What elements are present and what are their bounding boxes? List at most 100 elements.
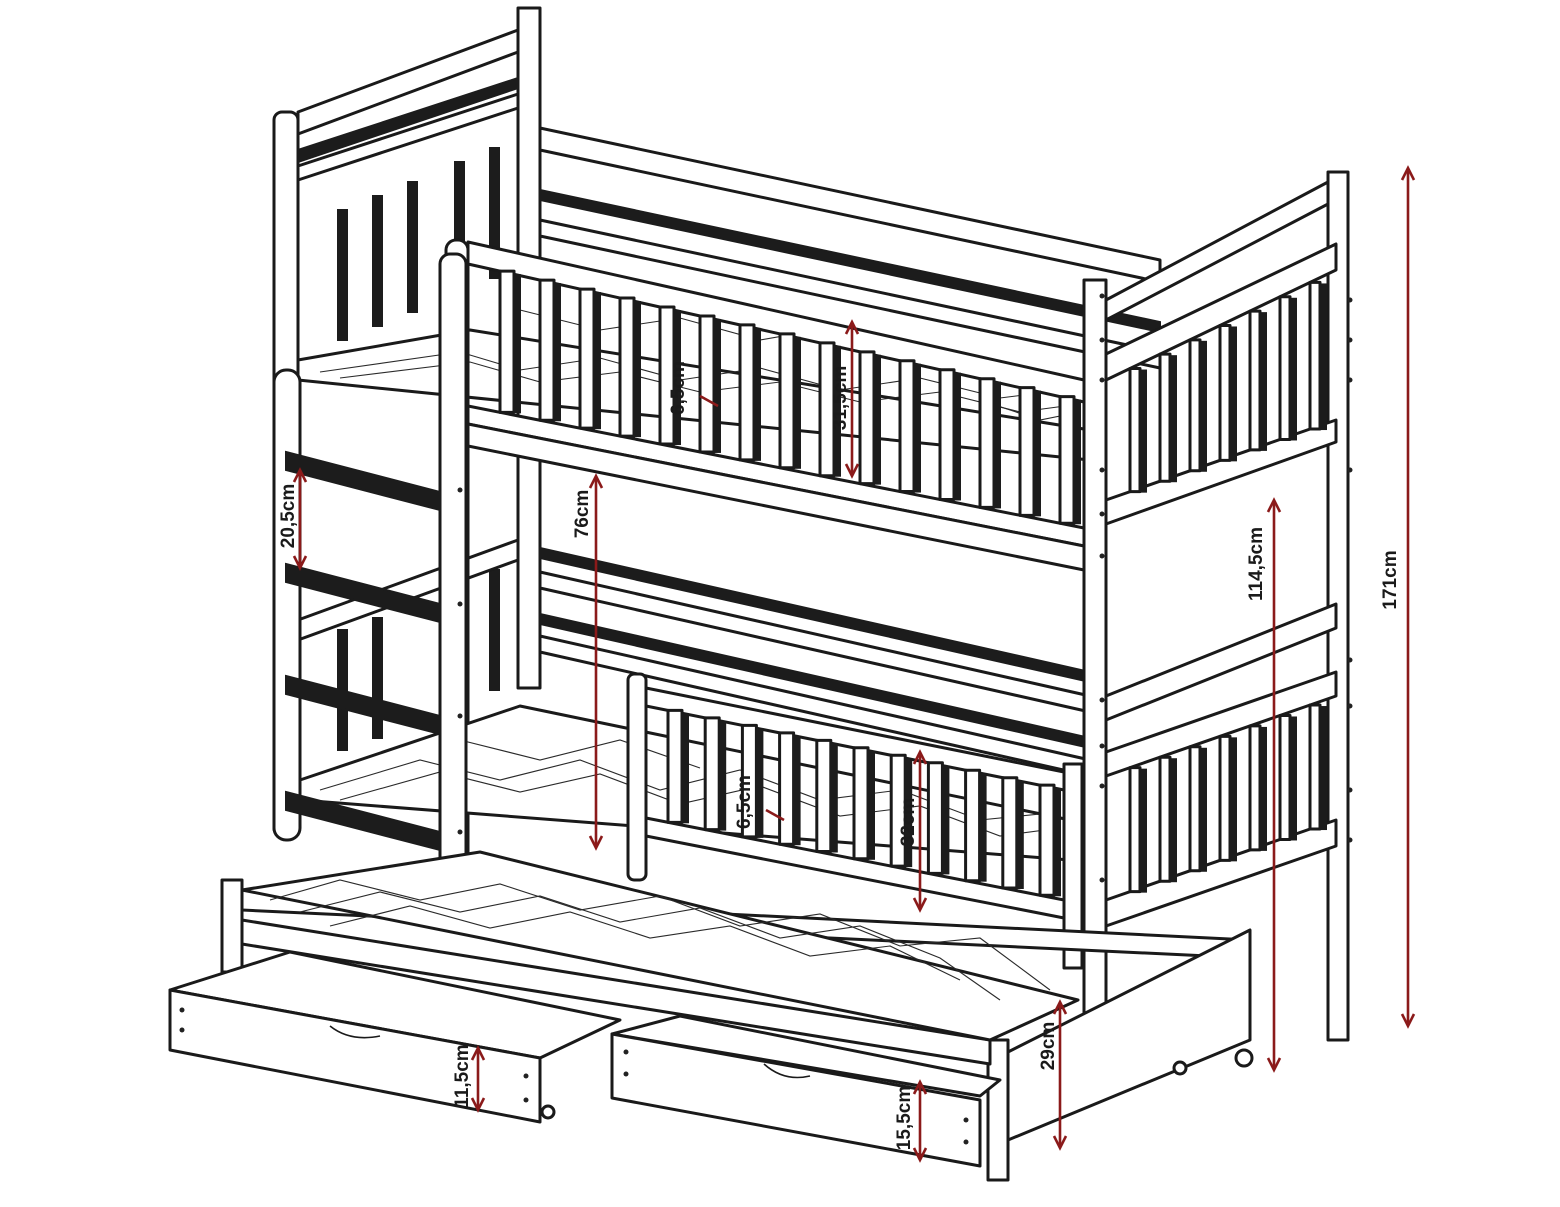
peg-hole [1099,743,1105,749]
lower-deck [298,672,1084,970]
right-lower-slat-shadow [1259,726,1267,851]
label-trundle-height: 29cm [1038,1022,1059,1071]
label-lower-guard-height: 32cm [898,798,919,847]
peg-hole [1099,783,1105,789]
right-upper-slat-shadow [1139,369,1147,493]
upper-guard-slat-shadow [1073,399,1081,525]
peg-hole [1347,467,1353,473]
right-upper-slat-shadow [1199,340,1207,472]
right-lower-slat-shadow [1199,747,1207,872]
lower-guard-slat [926,761,944,875]
upper-guard-slat-shadow [913,363,921,493]
peg-hole [1099,337,1105,343]
peg-hole [1099,511,1105,517]
peg-hole [1347,837,1353,843]
right-lower-slat-shadow [1319,706,1327,831]
upper-guard-slat-shadow [793,336,801,469]
upper-guard-slat [1058,395,1076,525]
lower-guard-slat-shadow [867,750,875,860]
upper-guard-slat-shadow [753,327,761,461]
peg-hole [1347,657,1353,663]
right-upper-slat [1278,295,1292,441]
upper-guard-slat [938,368,956,501]
label-rung-spacing: 20,5cm [278,484,299,548]
lower-guard-slat-shadow [755,728,764,838]
peg-hole [1347,703,1353,709]
lower-guard-slat [1001,776,1019,890]
right-upper-slat-shadow [1289,297,1297,441]
back-frame [516,6,1350,1042]
upper-guard-slat-shadow [993,381,1001,509]
lower-guard-slat [666,708,684,824]
right-lower-slat [1248,724,1262,852]
lower-guard-slat [1038,783,1056,897]
right-lower-slat [1158,755,1172,883]
lower-guard-slat [964,768,982,883]
upper-guard-slat-shadow [1033,390,1041,517]
peg-hole [1099,377,1105,383]
upper-guard-slat [778,332,796,470]
drawer-right [610,1014,1002,1168]
upper-guard-slat-shadow [713,318,721,453]
lower-guard-slat [815,738,833,854]
label-upper-slat-gap: 6,5cm [668,361,689,415]
upper-guard-slat [698,314,716,454]
peg-hole [1347,297,1353,303]
right-upper-slat [1308,280,1322,431]
peg-hole [1099,697,1105,703]
right-lower-slat-shadow [1139,768,1147,893]
right-upper-slat [1248,309,1262,452]
upper-guard-slat-shadow [873,354,881,485]
upper-guard-slat [1018,386,1036,517]
label-drawer-left-height: 11,5cm [452,1044,473,1107]
label-upper-bed-height: 76cm [572,490,593,539]
lower-guard-slat-shadow [978,773,987,882]
upper-guard-slat [578,287,596,430]
right-upper-slat [1218,323,1232,462]
lower-guard-slat [703,716,721,832]
label-upper-guard-height: 31,5cm [830,366,851,430]
right-lower-slat [1128,766,1142,894]
peg-hole [1099,877,1105,883]
label-total-height: 171cm [1380,550,1401,609]
lower-guard-slat-shadow [904,758,913,868]
peg-hole [1099,293,1105,299]
upper-guard-slat-shadow [593,292,601,430]
right-lower-slat [1188,745,1202,873]
right-upper-slat-shadow [1259,312,1267,451]
upper-guard-slat-shadow [633,301,641,438]
upper-guard-slat [858,350,876,486]
upper-guard-slat-shadow [833,345,841,477]
right-upper-slat-shadow [1229,326,1237,462]
upper-guard-slat-shadow [553,283,561,422]
peg-hole [1099,553,1105,559]
lower-guard-slat [852,746,870,861]
right-upper-slat [1158,352,1172,483]
upper-deck [296,309,1092,462]
drawer-left [168,950,622,1124]
upper-guard-slat [618,296,636,438]
right-lower-slat-shadow [1229,737,1237,862]
trundle-bed [220,850,1254,1182]
upper-guard-slat [738,323,756,462]
label-clearance: 114,5cm [1246,527,1267,601]
lower-guard-slat-shadow [1015,780,1024,889]
upper-guard-slat [898,359,916,494]
ladder [272,252,468,876]
peg-hole [1099,467,1105,473]
upper-guard-slat [538,278,556,422]
peg-hole [1347,337,1353,343]
upper-guard-slat [978,377,996,509]
lower-guard-slat-shadow [718,720,727,831]
lower-guard-slat-shadow [681,713,689,824]
dimension-lines [292,165,1416,1163]
upper-guard-slat [498,269,516,414]
dimension-labels: 171cm 114,5cm 76cm 20,5cm 31,5cm 6,5cm 3… [278,361,1401,1150]
upper-guard-slat-shadow [673,310,681,446]
right-lower-slat-shadow [1289,716,1297,841]
right-lower-slat [1308,703,1322,831]
right-upper-slat [1128,367,1142,494]
upper-guard-slat-shadow [513,274,521,414]
label-drawer-right-height: 15,5cm [894,1086,915,1150]
